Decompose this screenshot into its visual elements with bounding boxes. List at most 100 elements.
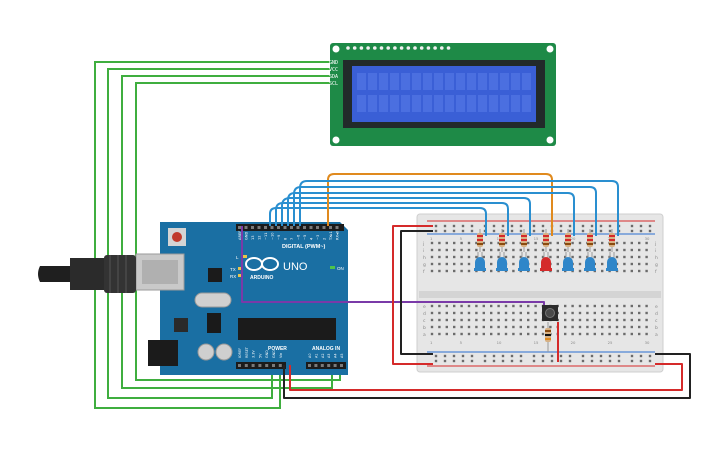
breadboard-hole [601, 311, 604, 315]
breadboard-hole [460, 304, 463, 308]
power-pin-label: IOREF [238, 348, 242, 358]
rail-hole [639, 229, 643, 233]
breadboard-hole [534, 262, 537, 266]
wire-pin-led3[interactable] [281, 197, 531, 236]
header-pin [277, 226, 280, 229]
resistor-band [543, 239, 549, 241]
row-letter: e [423, 305, 426, 310]
breadboard-hole [556, 248, 559, 252]
power-jack[interactable] [148, 340, 178, 366]
digital-pin-label: 4 [310, 237, 314, 240]
wire-lcd-gnd[interactable] [94, 61, 333, 409]
wire-pin-led2[interactable] [275, 202, 509, 236]
breadboard-hole [460, 255, 463, 259]
rail-hole [483, 359, 487, 363]
breadboard-hole [638, 304, 641, 308]
lcd-character-cell [522, 95, 531, 112]
breadboard-hole [527, 318, 530, 322]
header-pin [257, 226, 261, 229]
wire-pin-led5[interactable] [287, 192, 575, 236]
breadboard-hole [527, 332, 530, 336]
breadboard-hole [453, 248, 456, 252]
breadboard-hole [512, 262, 515, 266]
breadboard-hole [564, 248, 567, 252]
rail-hole [590, 224, 594, 228]
breadboard-hole [556, 262, 559, 266]
row-letter: j [422, 241, 424, 247]
digital-pin-label: TX▸1 [329, 231, 333, 241]
digital-pin-label: ~3 [316, 235, 320, 240]
rail-hole [639, 354, 643, 358]
wire-black-to-gnd[interactable] [283, 353, 691, 399]
rail-hole [568, 224, 572, 228]
rail-hole [648, 359, 652, 363]
wire-black-rail-top[interactable] [400, 230, 433, 355]
header-pin [244, 364, 248, 367]
rail-hole [599, 224, 603, 228]
rail-hole [581, 354, 585, 358]
wire-pin-led4[interactable] [327, 173, 553, 236]
lcd-character-cell [368, 95, 377, 112]
rail-hole [532, 354, 536, 358]
breadboard-hole [504, 255, 508, 259]
analog-pin-label: A2 [321, 354, 325, 358]
breadboard-hole [601, 304, 604, 308]
breadboard-hole [630, 318, 633, 322]
wire-red-to-5v[interactable] [289, 363, 683, 391]
breadboard-hole [534, 241, 537, 245]
breadboard-hole [512, 304, 515, 308]
breadboard-hole [586, 325, 589, 329]
breadboard-hole [497, 304, 500, 308]
rail-hole [550, 354, 554, 358]
push-button[interactable] [542, 305, 558, 321]
breadboard-hole [527, 311, 530, 315]
header-pin [290, 226, 293, 229]
row-letter: f [423, 269, 425, 275]
header-pin [335, 226, 339, 229]
led-body [585, 257, 595, 270]
rail-hole [461, 224, 465, 228]
breadboard-hole [630, 304, 633, 308]
breadboard-hole [608, 318, 611, 322]
wire-pin-led1[interactable] [269, 207, 487, 236]
breadboard-hole [445, 304, 448, 308]
breadboard-hole [519, 304, 522, 308]
breadboard-hole [534, 318, 537, 322]
header-pin [244, 226, 248, 229]
breadboard-hole [527, 241, 530, 245]
wire-pin-led7[interactable] [299, 180, 619, 236]
arduino-brand: ARDUINO [250, 275, 273, 281]
rail-hole [434, 354, 438, 358]
breadboard-hole [630, 262, 633, 266]
rail-hole [519, 359, 523, 363]
led-base [518, 268, 530, 271]
rail-hole [492, 229, 496, 233]
breadboard-hole [549, 325, 552, 329]
breadboard-hole [630, 269, 633, 273]
breadboard-hole [615, 241, 619, 245]
lcd-module[interactable]: GND VCC SDA SCL [329, 43, 556, 146]
breadboard-hole [601, 241, 604, 245]
breadboard-hole [453, 269, 456, 273]
rail-hole [599, 229, 603, 233]
usb-controller-chip [208, 268, 222, 282]
rail-hole [443, 224, 447, 228]
breadboard-hole [482, 241, 485, 245]
wire-pin-led6[interactable] [293, 186, 597, 236]
breadboard-hole [527, 325, 530, 329]
rail-hole [461, 229, 465, 233]
wire-red-rail-top[interactable] [392, 225, 433, 365]
breadboard-hole [615, 311, 619, 315]
breadboard-hole [460, 248, 463, 252]
header-pin [303, 226, 306, 229]
resistor-band [609, 235, 615, 237]
rail-hole [510, 229, 514, 233]
breadboard-hole [497, 241, 500, 245]
breadboard-hole [578, 332, 582, 336]
column-number: 1 [430, 236, 433, 241]
usb-cable-grip [104, 255, 136, 293]
rail-hole [434, 229, 438, 233]
row-letter: b [655, 325, 658, 331]
